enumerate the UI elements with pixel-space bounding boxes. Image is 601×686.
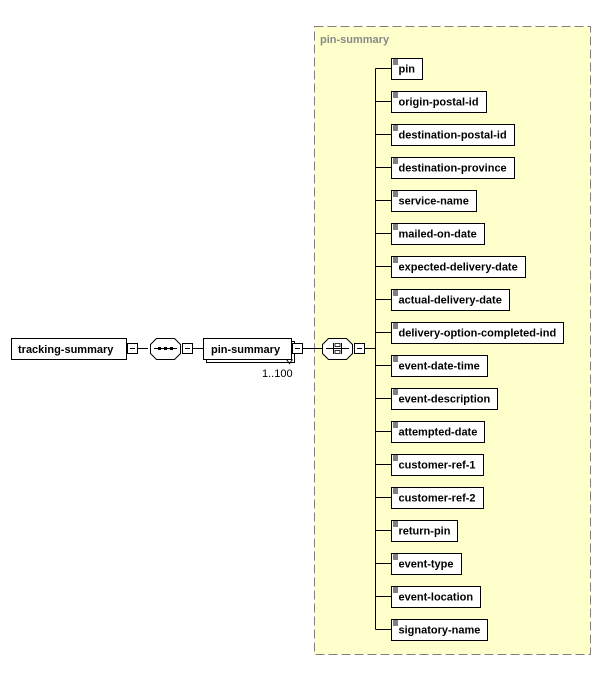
element-label: destination-postal-id [399,130,507,142]
text-content-icon [393,125,398,131]
text-content-icon [393,422,398,428]
element-box-frame [391,289,510,311]
sequence-compositor-icon [150,338,181,360]
text-content-icon [393,455,398,461]
element-box-frame [391,520,458,542]
element-box[interactable]: destination-province [375,157,515,179]
element-box[interactable]: event-location [375,586,481,608]
text-content-icon [393,356,398,362]
element-box[interactable]: event-date-time [375,355,488,377]
element-box-frame [391,454,484,476]
text-content-icon [393,290,398,296]
element-box[interactable]: expected-delivery-date [375,256,526,278]
element-box-frame [391,157,515,179]
text-content-icon [393,488,398,494]
text-content-icon [393,59,398,65]
element-label: destination-province [399,163,507,175]
element-box-frame [391,355,488,377]
element-list: pin origin-postal-id destination-postal-id… [375,58,564,641]
root-element[interactable]: tracking-summary [11,338,127,360]
element-label: expected-delivery-date [399,262,518,274]
element-box[interactable]: event-description [375,388,498,410]
element-box-frame [391,619,488,641]
element-box-frame [391,388,498,410]
element-label: service-name [399,196,469,208]
element-box[interactable]: customer-ref-1 [375,454,484,476]
element-box[interactable]: service-name [375,190,477,212]
text-content-icon [393,620,398,626]
element-label: customer-ref-2 [399,493,476,505]
element-label: signatory-name [399,625,481,637]
text-content-icon [393,224,398,230]
sequence-collapse-toggle[interactable] [182,343,193,354]
element-box[interactable]: customer-ref-2 [375,487,484,509]
child-collapse-toggle[interactable] [292,343,303,354]
child-element[interactable]: pin-summary [203,338,295,363]
root-element-label: tracking-summary [18,344,114,356]
element-label: event-location [399,592,474,604]
element-box[interactable]: signatory-name [375,619,488,641]
element-box-frame [391,256,526,278]
element-box[interactable]: attempted-date [375,421,485,443]
element-box-frame [391,487,484,509]
text-content-icon [393,191,398,197]
element-label: mailed-on-date [399,229,477,241]
element-box[interactable]: delivery-option-completed-ind [375,322,564,344]
element-label: customer-ref-1 [399,460,476,472]
text-content-icon [393,92,398,98]
text-content-icon [393,323,398,329]
element-label: event-type [399,559,454,571]
element-box-frame [391,586,481,608]
element-label: actual-delivery-date [399,295,502,307]
occurs-label: 1..100 [262,368,293,380]
element-box[interactable]: origin-postal-id [375,91,487,113]
root-collapse-toggle[interactable] [127,343,138,354]
text-content-icon [393,587,398,593]
text-content-icon [393,554,398,560]
element-label: pin [399,64,416,76]
element-label: delivery-option-completed-ind [399,328,557,340]
element-box[interactable]: return-pin [375,520,458,542]
text-content-icon [393,158,398,164]
element-box[interactable]: actual-delivery-date [375,289,510,311]
all-compositor-icon [322,338,353,360]
element-box[interactable]: pin [375,58,423,80]
element-box[interactable]: mailed-on-date [375,223,485,245]
element-label: event-description [399,394,491,406]
occurs-marker [286,359,293,365]
element-box-frame [391,91,487,113]
element-label: return-pin [399,526,451,538]
element-box-frame [391,322,564,344]
text-content-icon [393,389,398,395]
element-box-frame [391,223,485,245]
text-content-icon [393,257,398,263]
element-box-frame [391,421,485,443]
child-element-label: pin-summary [211,344,281,356]
element-box-frame [391,58,423,80]
element-box-frame [391,190,477,212]
element-label: event-date-time [399,361,480,373]
element-label: attempted-date [399,427,478,439]
element-box-frame [391,124,515,146]
text-content-icon [393,521,398,527]
element-label: origin-postal-id [399,97,479,109]
element-box[interactable]: event-type [375,553,462,575]
all-collapse-toggle[interactable] [354,343,365,354]
group-title: pin-summary [320,34,390,46]
element-box-frame [391,553,462,575]
element-box[interactable]: destination-postal-id [375,124,515,146]
